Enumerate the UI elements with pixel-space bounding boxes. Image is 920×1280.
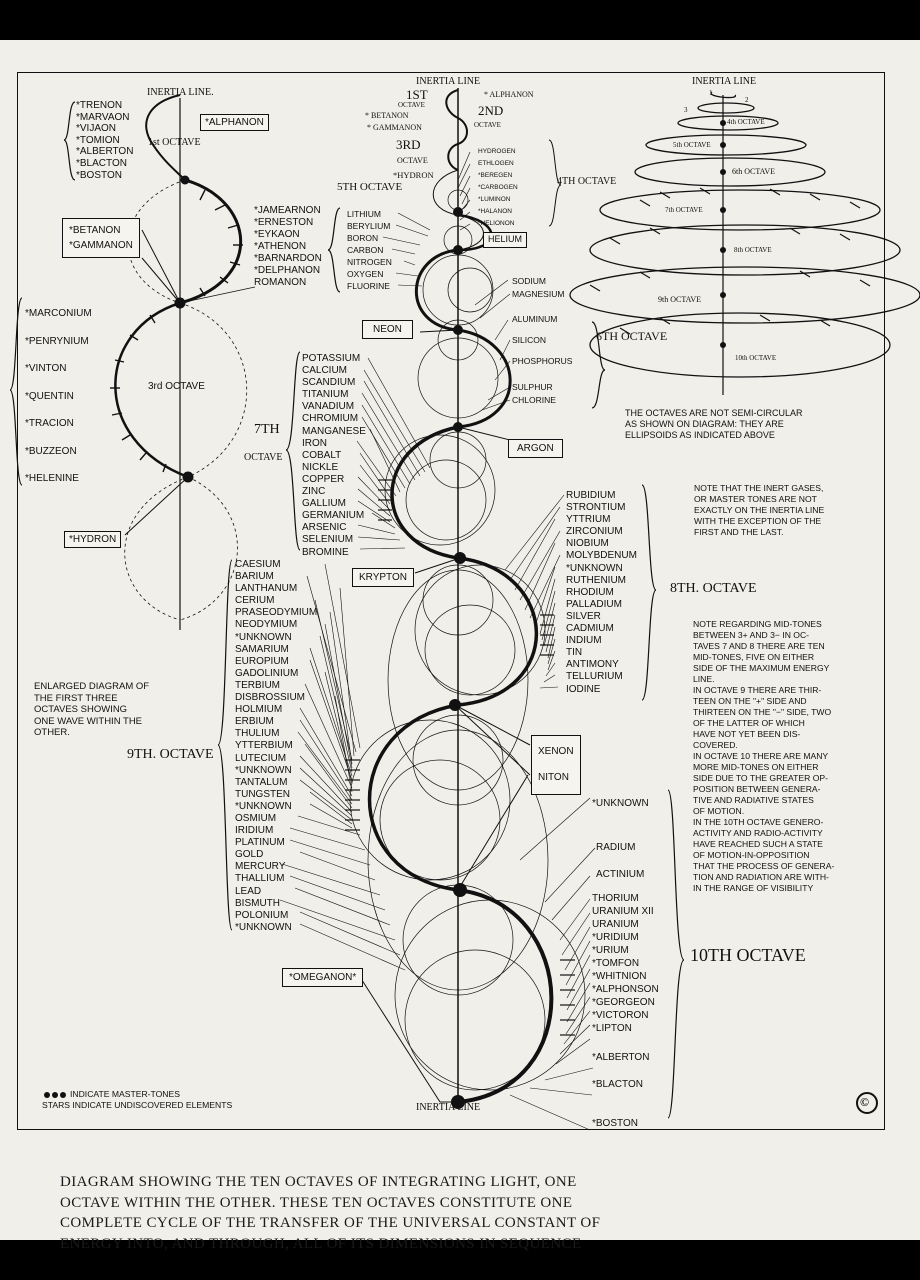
center-inertia-bottom: INERTIA LINE (416, 1102, 481, 1113)
sixth-octave-label: 6TH OCTAVE (596, 329, 668, 343)
right-octave-10: 10th OCTAVE (735, 354, 777, 362)
legend-stars: STARS INDICATE UNDISCOVERED ELEMENTS (42, 1100, 233, 1110)
left-betanon-box: *BETANON *GAMMANON (62, 218, 140, 258)
right-octave-9: 9th OCTAVE (658, 295, 701, 304)
center-gammanon: * GAMMANON (367, 123, 422, 132)
second-octave-word: OCTAVE (474, 121, 501, 129)
right-octave-5: 5th OCTAVE (673, 141, 711, 149)
first-octave-number: 1ST (406, 87, 428, 102)
center-betanon: * BETANON (365, 111, 409, 120)
right-number-3: 3 (684, 106, 688, 114)
inert-gases-note: NOTE THAT THE INERT GASES,OR MASTER TONE… (694, 483, 825, 537)
center-inertia-top: INERTIA LINE (416, 76, 481, 87)
right-octave-7: 7th OCTAVE (665, 206, 703, 214)
third-octave-word: OCTAVE (397, 156, 428, 165)
seventh-octave-number: 7TH (254, 422, 280, 437)
right-octave-6: 6th OCTAVE (732, 167, 775, 176)
left-hydron-box: *HYDRON (64, 531, 122, 548)
fifth-octave-label: 5TH OCTAVE (337, 181, 403, 193)
eighth-octave-label: 8TH. OCTAVE (670, 581, 757, 596)
center-alphanon: * ALPHANON (484, 90, 534, 99)
neon-box: NEON (362, 320, 413, 339)
first-octave-word: OCTAVE (398, 101, 425, 109)
right-number-2: 2 (745, 96, 749, 104)
ellipsoid-note: THE OCTAVES ARE NOT SEMI-CIRCULAR AS SHO… (625, 408, 803, 440)
center-hydron: *HYDRON (393, 170, 434, 180)
legend-master-tones: INDICATE MASTER-TONES (70, 1089, 180, 1099)
helium-box: HELIUM (483, 232, 528, 248)
seventh-octave-word: OCTAVE (244, 452, 283, 463)
left-first-octave: 1st OCTAVE (148, 137, 201, 148)
krypton-box: KRYPTON (352, 568, 414, 587)
copyright-symbol: © (860, 1095, 869, 1109)
right-octave-8: 8th OCTAVE (734, 246, 772, 254)
right-number-1: 1 (709, 89, 713, 97)
octave-diagram-artwork (9, 88, 920, 1131)
fourth-octave-label: 4TH OCTAVE (557, 176, 617, 187)
xenon-label: XENON (538, 746, 574, 757)
xenon-niton-box: XENON NITON (531, 735, 581, 795)
left-inertia-label: INERTIA LINE. (147, 87, 214, 98)
ninth-octave-label: 9TH. OCTAVE (127, 747, 214, 762)
left-group2-list: *MARCONIUM*PENRYNIUM *VINTON*QUENTIN *TR… (25, 308, 92, 484)
second-octave-number: 2ND (478, 103, 504, 118)
figure-caption: DIAGRAM SHOWING THE TEN OCTAVES OF INTEG… (60, 1174, 601, 1252)
third-octave-number: 3RD (396, 137, 421, 152)
tenth-octave-label: 10TH OCTAVE (690, 945, 806, 965)
diagram-page: INERTIA LINE. *ALPHANON 1st OCTAVE *TREN… (0, 40, 920, 1252)
left-alphanon-box: *ALPHANON (200, 114, 269, 131)
copyright-circle (856, 1092, 878, 1114)
left-third-octave: 3rd OCTAVE (148, 381, 205, 392)
left-group1-list: *TRENON*MARVAON *VIJAON*TOMION *ALBERTON… (76, 100, 134, 181)
fifth-octave-right-list: *JAMEARNON*ERNESTON *EYKAON*ATHENON *BAR… (254, 205, 322, 288)
niton-label: NITON (538, 772, 569, 783)
right-octave-4: 4th OCTAVE (727, 118, 765, 126)
legend: INDICATE MASTER-TONES STARS INDICATE UND… (42, 1089, 232, 1111)
omeganon-box: *OMEGANON* (282, 968, 364, 987)
argon-box: ARGON (508, 439, 563, 458)
diagram-frame (17, 72, 885, 1130)
right-inertia-label: INERTIA LINE (692, 76, 757, 87)
